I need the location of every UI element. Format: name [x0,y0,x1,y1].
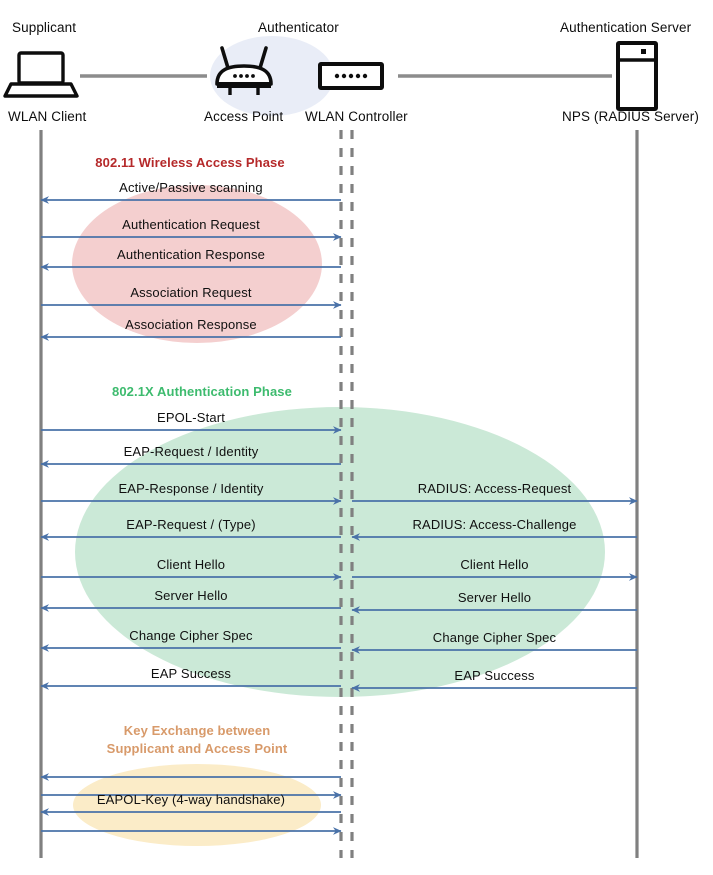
access-point-icon [215,46,273,95]
msg-change-cipher-spec-left-label: Change Cipher Spec [129,628,253,643]
msg-association-request-label: Association Request [130,285,252,300]
role-label-supplicant: Supplicant [12,20,77,35]
msg-server-hello-left-label: Server Hello [154,588,228,603]
phase-8021x-authentication-label: 802.1X Authentication Phase [112,384,292,399]
role-label-authentication-server: Authentication Server [560,20,692,35]
msg-radius-access-challenge-label: RADIUS: Access-Challenge [412,517,577,532]
msg-eapol-key-3-label: EAPOL-Key (4-way handshake) [96,792,286,807]
node-label-wlan-controller: WLAN Controller [305,109,408,124]
msg-eapol-start-label: EPOL-Start [157,410,225,425]
msg-client-hello-left-label: Client Hello [156,557,226,572]
msg-eap-request-identity-label: EAP-Request / Identity [123,444,259,459]
lifelines [39,130,639,858]
msg-eap-success-right-label: EAP Success [454,668,535,683]
msg-eap-success-left-label: EAP Success [150,666,232,681]
msg-association-response-label: Association Response [125,317,257,332]
phase-wireless-access-label: 802.11 Wireless Access Phase [95,155,285,170]
role-label-authenticator: Authenticator [258,20,339,35]
node-label-wlan-client: WLAN Client [8,109,87,124]
node-label-nps-radius-server: NPS (RADIUS Server) [562,109,699,124]
msg-authentication-response-label: Authentication Response [117,247,265,262]
msg-radius-access-request-label: RADIUS: Access-Request [417,481,572,496]
phase-key-exchange-label-line1: Key Exchange between [123,723,271,738]
server-icon [616,41,658,111]
msg-server-hello-right-label: Server Hello [457,590,532,605]
message-arrows [40,196,638,835]
msg-eap-request-type-label: EAP-Request / (Type) [126,517,256,532]
msg-active-passive-scanning-label: Active/Passive scanning [119,180,263,195]
authenticator-highlight-ellipse [210,36,334,116]
msg-client-hello-right-label: Client Hello [460,557,529,572]
phase-key-exchange-label-line2: Supplicant and Access Point [106,741,288,756]
phase-key-exchange-ellipse [73,764,321,846]
laptop-icon [3,51,79,98]
msg-eap-response-identity-label: EAP-Response / Identity [118,481,264,496]
msg-change-cipher-spec-right-label: Change Cipher Spec [432,630,557,645]
msg-authentication-request-label: Authentication Request [122,217,260,232]
phase-wireless-access-ellipse [72,185,322,343]
node-label-access-point: Access Point [204,109,284,124]
wlan-controller-icon [318,62,384,90]
